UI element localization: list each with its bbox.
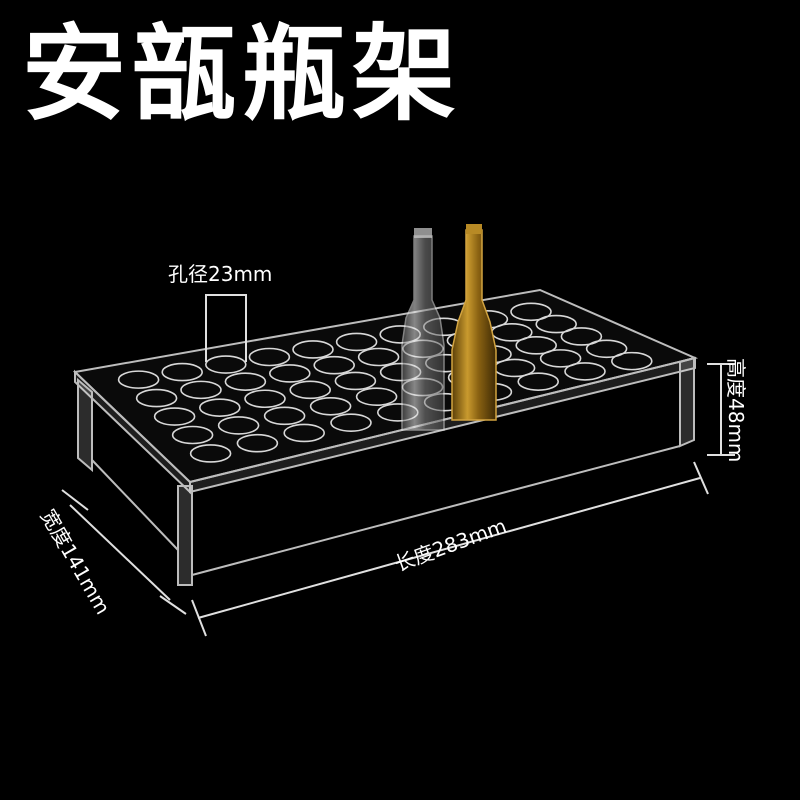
vial-hole — [199, 398, 241, 417]
vial-hole — [224, 372, 267, 391]
hole-diameter-label: 孔径23mm — [168, 262, 273, 286]
height-label: 高度48mm — [724, 358, 748, 463]
vial-hole — [309, 396, 352, 416]
vial-hole — [268, 364, 311, 383]
vial-hole — [330, 413, 372, 432]
vial-hole — [205, 355, 247, 374]
length-dim-line — [197, 477, 701, 619]
vial-hole — [189, 444, 232, 463]
vial-hole — [236, 433, 279, 453]
amber-ampoule — [451, 224, 497, 421]
width-dim-line — [69, 504, 171, 601]
vial-hole — [610, 351, 653, 371]
vial-hole — [564, 362, 606, 381]
vial-hole — [217, 416, 260, 435]
dimension-lines — [61, 363, 735, 637]
vial-hole — [535, 314, 578, 334]
vial-hole — [135, 388, 178, 408]
vial-hole — [283, 423, 326, 443]
vial-hole — [117, 370, 160, 389]
vial-hole — [180, 380, 222, 400]
rack-base-back-edge — [91, 459, 179, 551]
vial-hole — [263, 406, 306, 426]
vial-hole — [517, 372, 560, 391]
vial-hole — [515, 336, 558, 355]
vial-hole — [335, 332, 378, 352]
vial-hole — [248, 347, 291, 367]
clear-ampoule — [401, 228, 445, 431]
vial-hole — [171, 425, 214, 445]
vial-hole — [289, 380, 332, 400]
vial-hole — [313, 355, 356, 375]
page-title: 安瓿瓶架 — [22, 13, 463, 135]
vial-hole — [585, 339, 628, 359]
vial-hole — [334, 371, 377, 391]
vial-hole — [510, 302, 552, 322]
acrylic-rack — [72, 288, 699, 586]
vial-hole — [539, 349, 582, 368]
vial-hole — [560, 327, 603, 346]
vial-hole — [161, 362, 203, 382]
vial-hole — [244, 389, 286, 409]
vial-hole — [357, 347, 400, 367]
rack-left-leg — [77, 377, 93, 473]
rack-front-panel — [177, 485, 193, 586]
vial-hole — [355, 387, 398, 406]
rack-top-left-edge — [74, 369, 191, 495]
rack-base-edge — [191, 445, 681, 576]
rack-right-leg — [679, 356, 695, 448]
vial-hole — [292, 340, 334, 359]
vial-hole — [153, 407, 196, 426]
hole-diameter-marker — [205, 294, 247, 362]
